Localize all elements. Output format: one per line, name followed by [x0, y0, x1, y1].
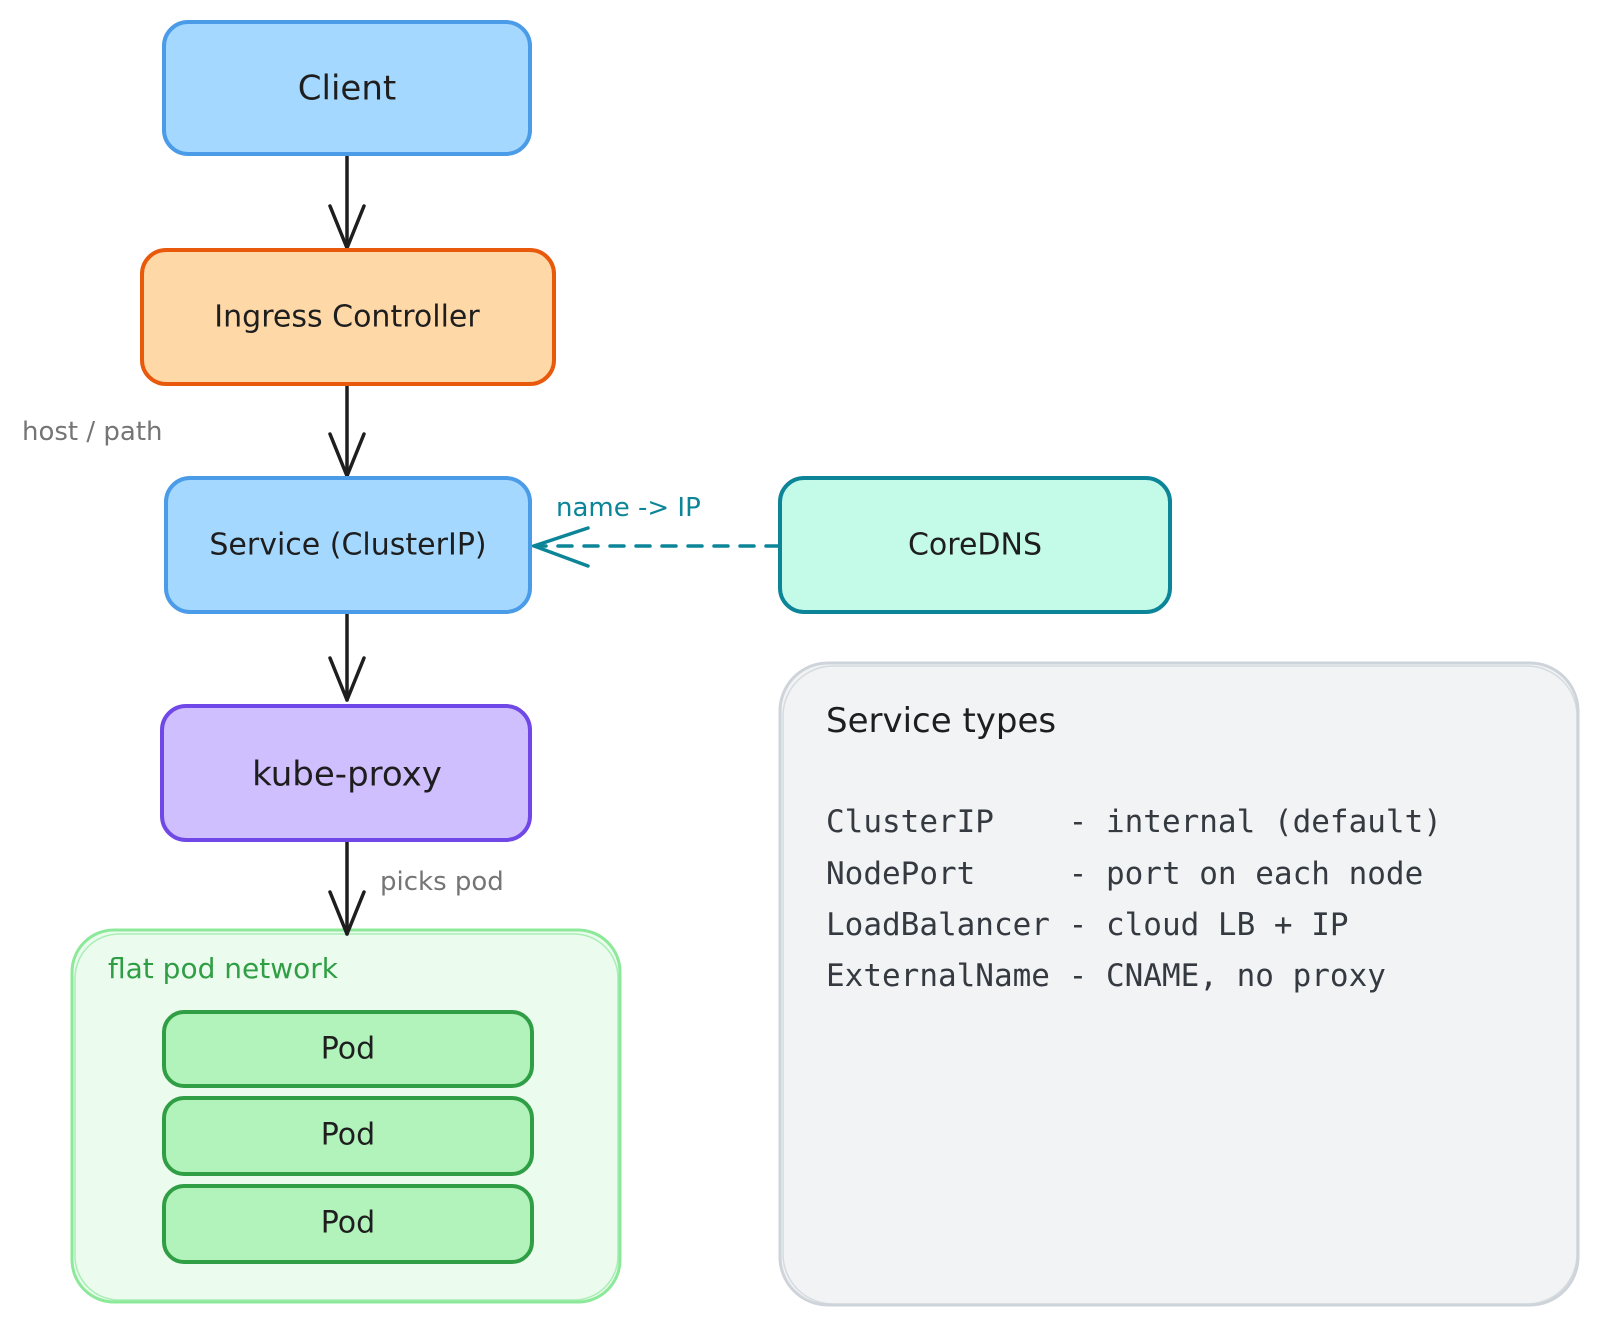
- kube-proxy-node: kube-proxy: [160, 704, 532, 842]
- edge-ingress-service: [328, 383, 366, 478]
- edge-label-host-path: host / path: [22, 417, 163, 447]
- kube-proxy-label: kube-proxy: [252, 755, 442, 795]
- service-node: Service (ClusterIP): [164, 476, 532, 614]
- pod-label-2: Pod: [321, 1118, 375, 1153]
- service-types-note: Service types ClusterIP - internal (defa…: [778, 661, 1580, 1307]
- edge-label-picks-pod: picks pod: [380, 867, 504, 897]
- edge-client-ingress: [328, 154, 366, 250]
- edge-coredns-service: [528, 526, 782, 568]
- pod-network-label: flat pod network: [108, 952, 339, 985]
- coredns-label: CoreDNS: [908, 528, 1042, 563]
- ingress-controller-node: Ingress Controller: [140, 248, 556, 386]
- note-line-loadbalancer: LoadBalancer - cloud LB + IP: [826, 907, 1349, 943]
- note-line-externalname: ExternalName - CNAME, no proxy: [826, 958, 1386, 994]
- edge-kubeproxy-pods: [328, 838, 366, 936]
- note-line-clusterip: ClusterIP - internal (default): [826, 804, 1442, 840]
- pod-node-2: Pod: [162, 1096, 534, 1176]
- client-node: Client: [162, 20, 532, 156]
- pod-node-1: Pod: [162, 1010, 534, 1088]
- ingress-controller-label: Ingress Controller: [214, 300, 480, 335]
- pod-label-1: Pod: [321, 1032, 375, 1067]
- coredns-node: CoreDNS: [778, 476, 1172, 614]
- note-line-nodeport: NodePort - port on each node: [826, 856, 1423, 892]
- note-title: Service types: [826, 701, 1056, 741]
- client-label: Client: [298, 69, 396, 109]
- pod-node-3: Pod: [162, 1184, 534, 1264]
- pod-label-3: Pod: [321, 1206, 375, 1241]
- edge-label-name-ip: name -> IP: [556, 493, 701, 523]
- edge-service-kubeproxy: [328, 610, 366, 702]
- service-label: Service (ClusterIP): [209, 528, 486, 563]
